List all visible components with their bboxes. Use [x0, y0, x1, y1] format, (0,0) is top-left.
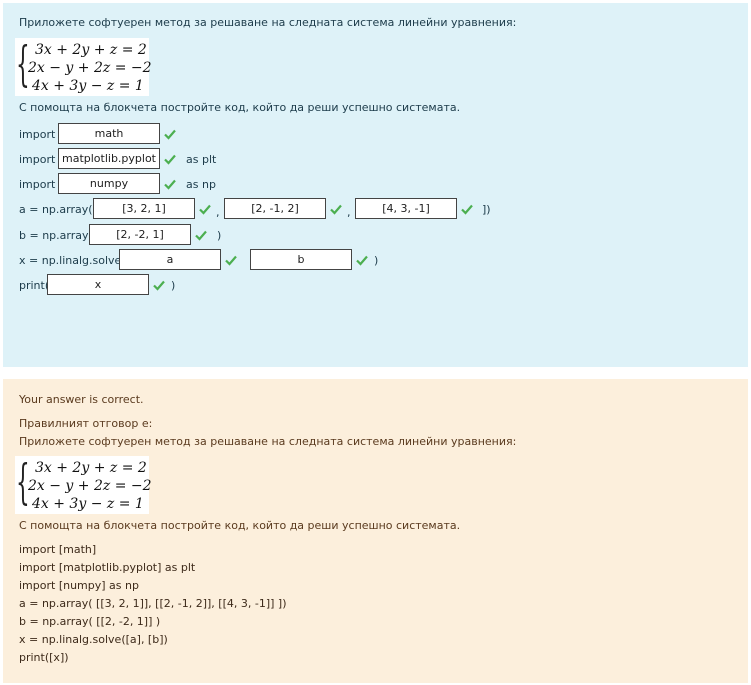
equation-system: { 3x + 2y + z = 2 2x − y + 2z = −2 4x + … [15, 36, 152, 96]
check-icon [356, 255, 368, 266]
answer-box-math[interactable]: math [58, 123, 160, 144]
answer-code-line: import [matplotlib.pyplot] as plt [19, 561, 196, 574]
correct-message: Your answer is correct. [19, 393, 144, 406]
code-line-7-prefix: print( [19, 279, 50, 292]
answer-box-numpy[interactable]: numpy [58, 173, 160, 194]
answer-box-row-3[interactable]: [4, 3, -1] [355, 198, 457, 219]
check-icon [195, 230, 207, 241]
equation-3: 4x + 3y − z = 1 [32, 78, 144, 94]
check-icon [164, 154, 176, 165]
answer-box-a[interactable]: a [119, 249, 221, 270]
equation-1: 3x + 2y + z = 2 [35, 42, 147, 58]
feedback-panel: Your answer is correct. Правилният отгов… [3, 379, 748, 683]
answer-code-line: import [math] [19, 543, 97, 556]
check-icon [461, 204, 473, 215]
code-line-4-prefix: a = np.array([ [19, 203, 97, 216]
code-line-6-prefix: x = np.linalg.solve( [19, 254, 126, 267]
answer-code-line: x = np.linalg.solve([a], [b]) [19, 633, 168, 646]
check-icon [225, 255, 237, 266]
code-line-3-suffix: as np [186, 178, 216, 191]
answer-box-matplotlib[interactable]: matplotlib.pyplot [58, 148, 160, 169]
answer-box-b[interactable]: b [250, 249, 352, 270]
equation-brace: { [16, 454, 30, 510]
equation-brace: { [16, 36, 30, 92]
code-line-7-suffix: ) [171, 279, 176, 292]
answer-code-line: import [numpy] as np [19, 579, 139, 592]
answer-box-row-2[interactable]: [2, -1, 2] [224, 198, 326, 219]
feedback-prompt: Приложете софтуерен метод за решаване на… [19, 435, 517, 448]
separator-comma: , [347, 206, 351, 219]
question-panel: Приложете софтуерен метод за решаване на… [3, 3, 748, 367]
right-answer-label: Правилният отговор е: [19, 417, 153, 430]
check-icon [164, 129, 176, 140]
answer-code-line: a = np.array( [[3, 2, 1]], [[2, -1, 2]],… [19, 597, 287, 610]
feedback-equation-3: 4x + 3y − z = 1 [32, 496, 144, 512]
feedback-equation-2: 2x − y + 2z = −2 [28, 478, 152, 494]
code-line-1-prefix: import [19, 128, 56, 141]
code-line-4-suffix: ]) [482, 203, 491, 216]
answer-code-line: b = np.array( [[2, -2, 1]] ) [19, 615, 161, 628]
code-line-2-prefix: import [19, 153, 56, 166]
check-icon [164, 179, 176, 190]
check-icon [153, 280, 165, 291]
code-line-3-prefix: import [19, 178, 56, 191]
separator-comma: , [216, 206, 220, 219]
equation-2: 2x − y + 2z = −2 [28, 60, 152, 76]
question-instruction: С помощта на блокчета постройте код, кой… [19, 101, 461, 114]
code-line-6-suffix: ) [374, 254, 379, 267]
feedback-equation-system: { 3x + 2y + z = 2 2x − y + 2z = −2 4x + … [15, 454, 152, 514]
feedback-instruction: С помощта на блокчета постройте код, кой… [19, 519, 461, 532]
code-line-5-suffix: ) [217, 229, 222, 242]
check-icon [199, 204, 211, 215]
code-line-2-suffix: as plt [186, 153, 217, 166]
feedback-equation-1: 3x + 2y + z = 2 [35, 460, 147, 476]
check-icon [330, 204, 342, 215]
question-prompt: Приложете софтуерен метод за решаване на… [19, 16, 517, 29]
answer-box-b-vector[interactable]: [2, -2, 1] [89, 224, 191, 245]
answer-box-row-1[interactable]: [3, 2, 1] [93, 198, 195, 219]
answer-box-x[interactable]: x [47, 274, 149, 295]
code-line-5-prefix: b = np.array( [19, 229, 93, 242]
answer-code-line: print([x]) [19, 651, 69, 664]
